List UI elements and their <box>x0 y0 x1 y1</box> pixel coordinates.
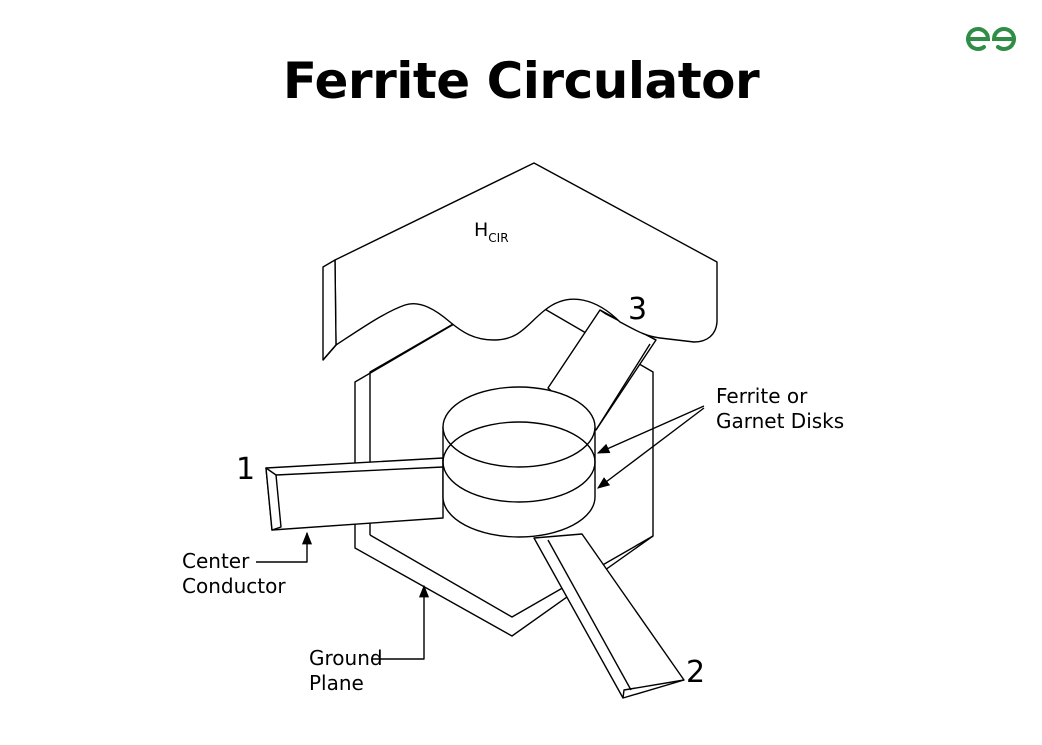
field-label: HCIR <box>474 219 509 245</box>
center-conductor-label-line2: Conductor <box>182 574 286 598</box>
center-conductor-arm-2 <box>533 533 685 699</box>
ferrite-label-line1: Ferrite or <box>716 384 808 408</box>
ground-plane-label-line2: Plane <box>309 671 364 695</box>
magnet-pole-piece <box>322 162 718 361</box>
ferrite-pointer-arrow-lower <box>596 407 705 489</box>
page-title: Ferrite Circulator <box>282 52 760 110</box>
port-3-label: 3 <box>628 292 647 327</box>
ground-plane-label-line1: Ground <box>309 646 383 670</box>
ferrite-label-line2: Garnet Disks <box>716 409 844 433</box>
center-conductor-label-line1: Center <box>182 549 250 573</box>
ground-plane-pointer-arrow <box>372 584 430 660</box>
center-conductor-arm-1 <box>265 457 444 531</box>
port-2-label: 2 <box>686 655 705 690</box>
center-conductor-pointer-arrow <box>256 531 313 563</box>
ferrite-pointer-arrow-upper <box>596 405 705 454</box>
ferrite-disks <box>442 386 596 538</box>
geeksforgeeks-logo-icon <box>966 27 1016 51</box>
port-1-label: 1 <box>236 452 255 487</box>
